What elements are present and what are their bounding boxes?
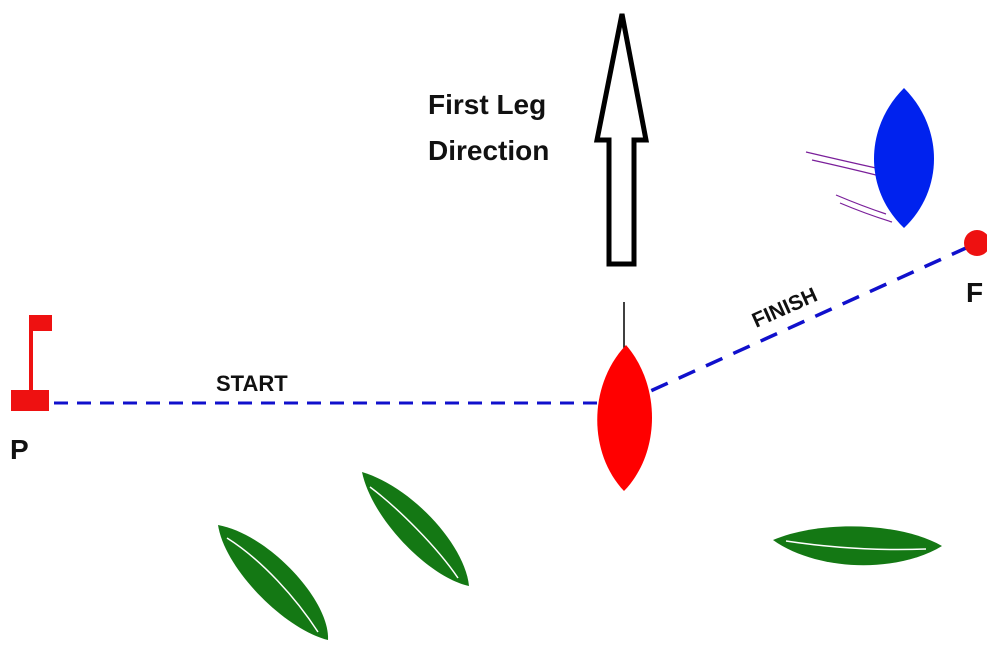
pin-right-label: F: [966, 277, 983, 308]
arrow-label-line1: First Leg: [428, 89, 546, 120]
arrow-label-line2: Direction: [428, 135, 549, 166]
pin-left-label: P: [10, 434, 29, 465]
start-label: START: [216, 371, 288, 396]
